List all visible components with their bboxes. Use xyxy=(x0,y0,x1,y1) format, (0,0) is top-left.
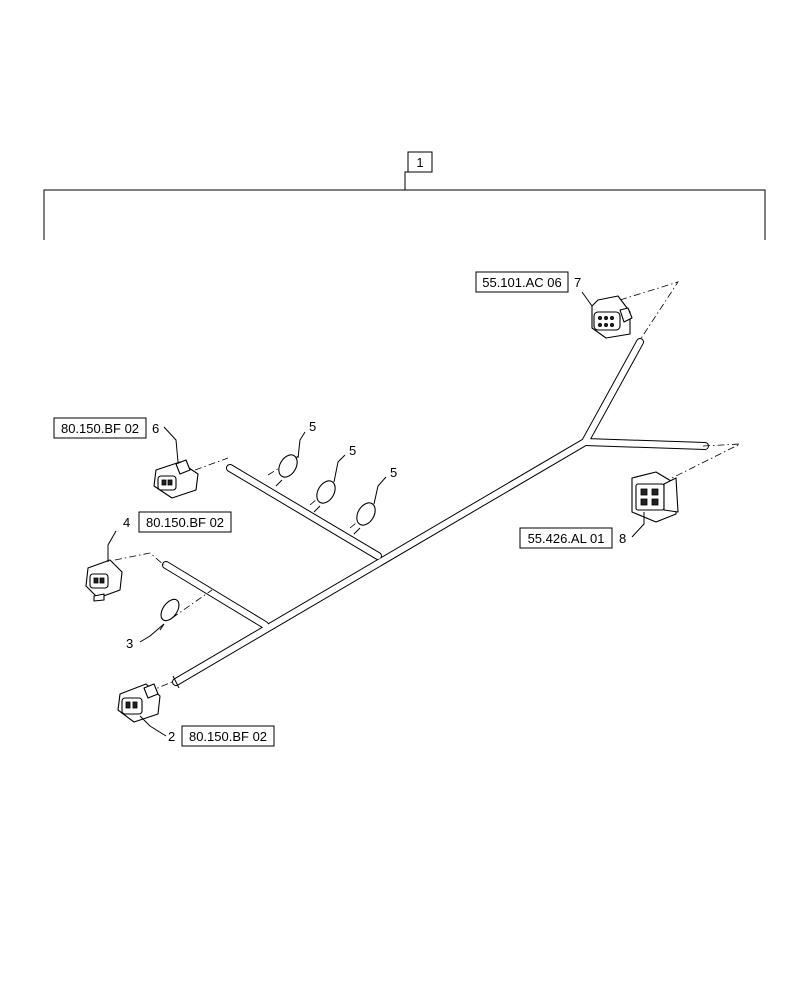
callout-4[interactable]: 4 80.150.BF 02 xyxy=(123,511,232,533)
callout-5a[interactable]: 5 xyxy=(309,419,316,434)
callout-6[interactable]: 80.150.BF 02 6 xyxy=(53,417,159,439)
connector-8[interactable] xyxy=(631,471,679,523)
callout-7[interactable]: 55.101.AC 06 7 xyxy=(475,271,581,293)
item-number-5b: 5 xyxy=(349,443,356,458)
reference-box-7[interactable] xyxy=(475,271,569,293)
leader-lines xyxy=(114,281,741,693)
assembly-bracket: 1 xyxy=(43,151,766,240)
connector-7[interactable] xyxy=(591,295,633,339)
reference-code-7: 55.101.AC 06 xyxy=(482,275,562,290)
reference-box-4[interactable] xyxy=(138,511,232,533)
callout-2[interactable]: 2 80.150.BF 02 xyxy=(168,725,275,747)
assembly-item-box[interactable] xyxy=(407,151,433,173)
reference-box-2[interactable] xyxy=(181,725,275,747)
reference-box-8[interactable] xyxy=(519,527,613,549)
item-number-5c: 5 xyxy=(390,465,397,480)
item-number-5a: 5 xyxy=(309,419,316,434)
reference-code-6: 80.150.BF 02 xyxy=(61,421,139,436)
callout-5c[interactable]: 5 xyxy=(390,465,397,480)
cable-tie-5a[interactable] xyxy=(275,452,301,487)
callout-3[interactable]: 3 xyxy=(126,636,133,651)
connector-4[interactable] xyxy=(85,559,123,602)
cable-tie-5c[interactable] xyxy=(353,500,379,535)
callout-leaders xyxy=(107,291,645,737)
reference-code-8: 55.426.AL 01 xyxy=(528,531,605,546)
reference-box-6[interactable] xyxy=(53,417,147,439)
item-number-8: 8 xyxy=(619,531,626,546)
cable-tie-5b[interactable] xyxy=(313,478,339,513)
callout-5b[interactable]: 5 xyxy=(349,443,356,458)
reference-code-2: 80.150.BF 02 xyxy=(189,729,267,744)
wire-harness xyxy=(162,338,709,689)
connector-6[interactable] xyxy=(153,459,199,499)
item-number-7: 7 xyxy=(574,275,581,290)
item-number-2: 2 xyxy=(168,729,175,744)
connector-2[interactable] xyxy=(117,683,161,723)
cable-tie-3[interactable] xyxy=(157,596,182,631)
item-number-4: 4 xyxy=(123,515,130,530)
item-number-6: 6 xyxy=(152,421,159,436)
assembly-item-number: 1 xyxy=(416,155,423,170)
reference-code-4: 80.150.BF 02 xyxy=(146,515,224,530)
callout-8[interactable]: 55.426.AL 01 8 xyxy=(519,527,626,549)
item-number-3: 3 xyxy=(126,636,133,651)
